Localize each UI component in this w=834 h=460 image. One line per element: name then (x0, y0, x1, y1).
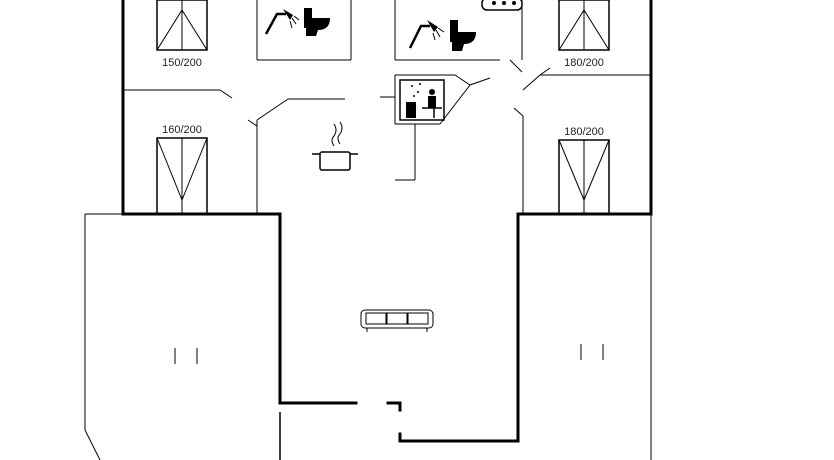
toilet-icon (304, 8, 330, 36)
bathroom-left (264, 8, 330, 36)
shower-icon (408, 20, 445, 49)
toilet-icon (450, 20, 476, 51)
bed-mid-right: 180/200 (558, 126, 610, 215)
bed-mid-left: 160/200 (156, 124, 208, 215)
whirlpool-icon (481, 0, 523, 11)
bed-size-label: 180/200 (564, 57, 604, 69)
bathroom-right (408, 20, 476, 51)
terraces (84, 213, 652, 460)
bed-top-right: 180/200 (558, 0, 610, 69)
shower-icon (264, 9, 300, 35)
bed-size-label: 160/200 (162, 124, 202, 136)
walls (121, 0, 653, 460)
partitions (123, 0, 651, 214)
sofa-icon (360, 309, 434, 332)
sauna-icon (399, 79, 445, 121)
bed-top-left: 150/200 (156, 0, 208, 69)
bed-size-label: 180/200 (564, 126, 604, 138)
bed-size-label: 150/200 (162, 57, 202, 69)
cooking-pot-icon (312, 121, 358, 171)
